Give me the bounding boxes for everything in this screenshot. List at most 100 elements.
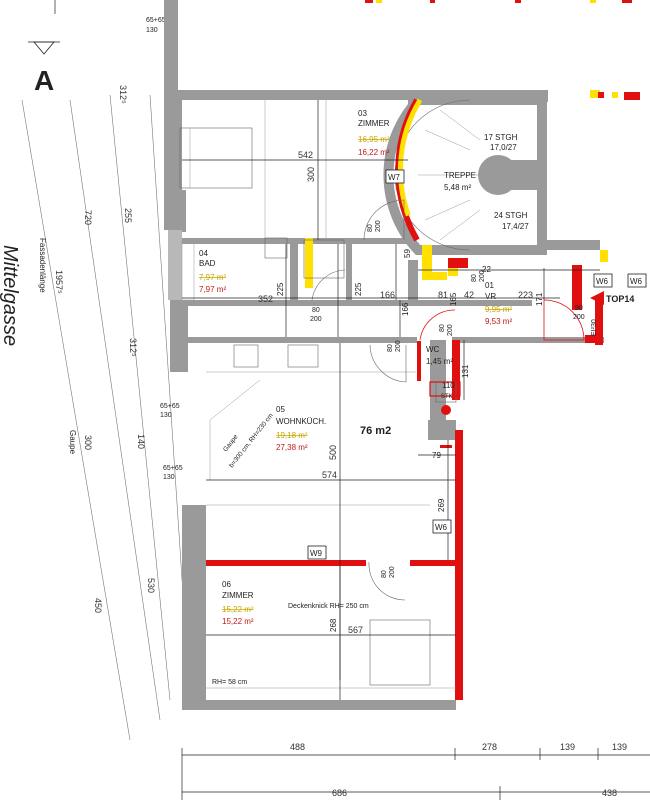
svg-text:WOHNKÜCH.: WOHNKÜCH.	[276, 417, 326, 426]
dim-inner-1: 312⁵	[118, 85, 128, 104]
svg-text:27,38 m²: 27,38 m²	[276, 443, 308, 452]
svg-text:WC: WC	[426, 345, 440, 354]
dim-352: 352	[258, 294, 273, 304]
staircase	[383, 95, 547, 255]
dim-inner-4: 140	[136, 434, 146, 449]
dim-outer-450: 450	[93, 598, 103, 613]
dim-574: 574	[322, 470, 337, 480]
dim-225b: 225	[354, 282, 363, 296]
door1-w: 80	[367, 224, 374, 232]
svg-text:17,4/27: 17,4/27	[502, 222, 529, 231]
svg-text:TREPPE: TREPPE	[444, 171, 476, 180]
svg-text:5,48 m²: 5,48 m²	[444, 183, 471, 192]
svg-text:ZIMMER: ZIMMER	[222, 591, 254, 600]
svg-text:05: 05	[276, 405, 285, 414]
svg-text:03: 03	[358, 109, 367, 118]
dim-269: 269	[437, 498, 446, 512]
svg-text:19,18 m²: 19,18 m²	[276, 431, 308, 440]
door7-w: 80	[471, 274, 478, 282]
room-06-zimmer: 06 ZIMMER 15,22 m² 15,22 m²	[222, 580, 254, 626]
door4-h: 200	[389, 566, 396, 578]
dim-542: 542	[298, 150, 313, 160]
room-01-vr: 01 VR 9,95 m² 9,53 m²	[485, 281, 512, 326]
svg-text:15,22 m²: 15,22 m²	[222, 605, 254, 614]
bottom-dim-488: 488	[290, 742, 305, 752]
window-tag-w9: W9	[307, 545, 327, 560]
door2-h: 200	[310, 316, 322, 323]
window-tag-w6-a: W6	[593, 273, 613, 288]
fire-label: EI²30	[591, 319, 598, 336]
dim-300: 300	[306, 167, 316, 182]
svg-text:W9: W9	[310, 549, 323, 558]
street-name: Mittelgasse	[0, 245, 21, 346]
dim-268: 268	[329, 618, 338, 632]
svg-text:W6: W6	[630, 277, 643, 286]
svg-text:16,22 m²: 16,22 m²	[358, 148, 390, 157]
bottom-dim-438: 438	[602, 788, 617, 798]
door3-h: 200	[395, 340, 402, 352]
bottom-dim-278: 278	[482, 742, 497, 752]
svg-text:1,45 m²: 1,45 m²	[426, 357, 453, 366]
dim-165: 165	[449, 292, 458, 306]
dimension-lines	[182, 100, 600, 700]
window-tag-w7: W7	[385, 169, 405, 184]
gaupe-label: Gaupe	[68, 430, 77, 455]
deckenknick-note: Deckenknick RH= 250 cm	[288, 603, 369, 610]
door6-w: 80	[439, 324, 446, 332]
dim-inner-3: 312⁵	[128, 338, 138, 357]
bottom-dim-686: 686	[332, 788, 347, 798]
stk-label: STK	[441, 394, 453, 400]
wall-note-top: 65+65	[146, 17, 166, 24]
dim-outer-720: 720	[83, 210, 93, 225]
svg-text:W6: W6	[435, 523, 448, 532]
door5-h: 200	[573, 314, 585, 321]
door4-w: 80	[381, 570, 388, 578]
svg-text:17,0/27: 17,0/27	[490, 143, 517, 152]
top-edge-marks	[54, 0, 632, 14]
door6-h: 200	[447, 324, 454, 336]
room-04-bad: 04 BAD 7,97 m² 7,97 m²	[199, 249, 226, 294]
svg-text:15,22 m²: 15,22 m²	[222, 617, 254, 626]
dim-166a: 166	[380, 290, 395, 300]
room-wc: WC 1,45 m²	[426, 345, 453, 366]
dim-223: 223	[518, 290, 533, 300]
svg-text:24 STGH: 24 STGH	[494, 211, 528, 220]
dim-outer-300: 300	[83, 435, 93, 450]
room-05-wohnkueche: 05 WOHNKÜCH. 19,18 m² 27,38 m²	[276, 405, 326, 452]
room-treppe: TREPPE 5,48 m² 17 STGH 17,0/27 24 STGH 1…	[444, 133, 529, 231]
dim-131: 131	[461, 364, 470, 378]
svg-text:W7: W7	[388, 173, 401, 182]
svg-text:BAD: BAD	[199, 259, 216, 268]
interior-lines	[179, 100, 461, 689]
dim-81: 81	[438, 290, 448, 300]
top-label: TOP14	[606, 294, 634, 304]
door1-h: 200	[375, 220, 382, 232]
dim-79: 79	[432, 451, 441, 460]
wall-note-mid-2: 130	[160, 412, 172, 419]
rh-note: RH= 58 cm	[212, 679, 247, 686]
wall-note-mid-4: 130	[163, 474, 175, 481]
svg-text:16,95 m²: 16,95 m²	[358, 135, 390, 144]
facade-length-value: 1957⁵	[54, 270, 64, 294]
facade-length-label: Fassadenlänge	[38, 238, 47, 293]
door3-w: 80	[387, 344, 394, 352]
dim-166b: 166	[401, 302, 410, 316]
dim-567: 567	[348, 625, 363, 635]
svg-text:9,53 m²: 9,53 m²	[485, 317, 512, 326]
door-swings	[311, 199, 585, 601]
total-area: 76 m2	[360, 425, 391, 437]
dim-500: 500	[328, 445, 338, 460]
dim-inner-2: 255	[123, 208, 133, 223]
room-03-zimmer: 03 ZIMMER 16,95 m² 16,22 m²	[358, 109, 390, 157]
door5-w: 90	[575, 305, 583, 312]
wall-note-mid: 65+65	[160, 403, 180, 410]
section-marker: A	[28, 41, 60, 96]
window-tag-w6-c: W6	[432, 519, 452, 534]
svg-text:ZIMMER: ZIMMER	[358, 119, 390, 128]
dim-59: 59	[403, 249, 412, 258]
svg-text:VR: VR	[485, 292, 496, 301]
dim-22: 22	[482, 265, 491, 274]
dim-110: 110	[442, 381, 455, 390]
svg-text:9,95 m²: 9,95 m²	[485, 305, 512, 314]
svg-text:7,97 m²: 7,97 m²	[199, 285, 226, 294]
